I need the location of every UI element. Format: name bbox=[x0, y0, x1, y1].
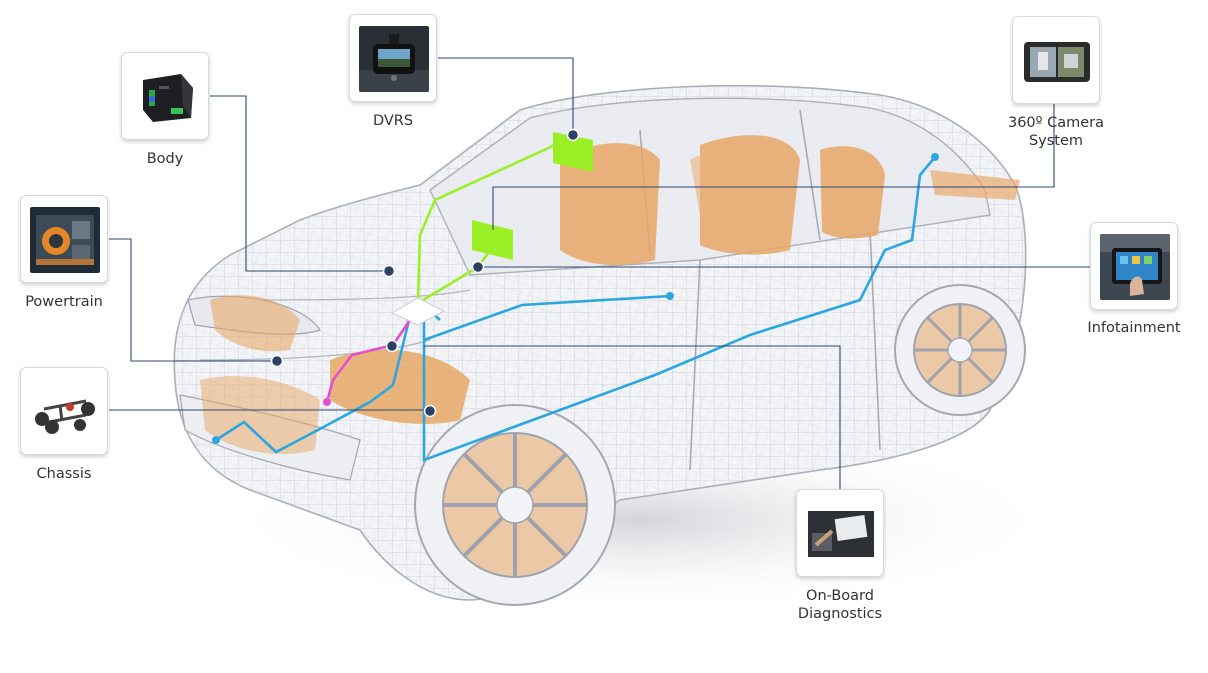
tablet-icon bbox=[1100, 234, 1170, 300]
dvrs-unit bbox=[553, 132, 593, 172]
dot-chassis bbox=[423, 404, 437, 418]
pink-node bbox=[323, 398, 331, 406]
chassis-icon bbox=[30, 379, 100, 445]
diagnostics-icon bbox=[806, 501, 876, 567]
dot-powertrain bbox=[270, 354, 284, 368]
body-control-module-icon bbox=[131, 64, 201, 130]
camera-display-icon bbox=[1022, 28, 1092, 94]
powertrain-card[interactable] bbox=[20, 195, 108, 283]
dvrs-card[interactable] bbox=[349, 14, 437, 102]
engine-icon bbox=[30, 207, 100, 273]
can-node-left bbox=[212, 436, 220, 444]
leader-body bbox=[210, 95, 389, 272]
camera360-card[interactable] bbox=[1012, 16, 1100, 104]
leader-dvrs bbox=[438, 57, 574, 135]
can-bus-line bbox=[215, 156, 936, 462]
body-card[interactable] bbox=[121, 52, 209, 140]
leader-obd bbox=[424, 345, 841, 490]
leader-powertrain bbox=[109, 238, 277, 362]
infotainment-label: Infotainment bbox=[1087, 320, 1181, 336]
dvrs-label: DVRS bbox=[372, 113, 414, 129]
obd-card[interactable] bbox=[796, 489, 884, 577]
front-wheel bbox=[414, 404, 616, 606]
chassis-label: Chassis bbox=[36, 466, 92, 482]
gateway-unit bbox=[390, 297, 446, 326]
obd-label: On-Board Diagnostics bbox=[797, 588, 883, 622]
leader-camera bbox=[492, 104, 1055, 230]
rear-wheel bbox=[894, 284, 1026, 416]
dot-obd bbox=[385, 339, 399, 353]
can-node-mid bbox=[666, 292, 674, 300]
infotainment-card[interactable] bbox=[1090, 222, 1178, 310]
chassis-card[interactable] bbox=[20, 367, 108, 455]
body-label: Body bbox=[146, 151, 184, 167]
dot-dvrs bbox=[566, 128, 580, 142]
dashcam-icon bbox=[359, 26, 429, 92]
camera-unit bbox=[472, 220, 513, 260]
powertrain-label: Powertrain bbox=[25, 294, 103, 310]
dot-camera bbox=[471, 260, 485, 274]
can-node-rear bbox=[931, 153, 939, 161]
dot-body bbox=[382, 264, 396, 278]
pink-bus-line bbox=[325, 319, 412, 403]
camera360-label: 360º Camera System bbox=[1007, 115, 1105, 149]
